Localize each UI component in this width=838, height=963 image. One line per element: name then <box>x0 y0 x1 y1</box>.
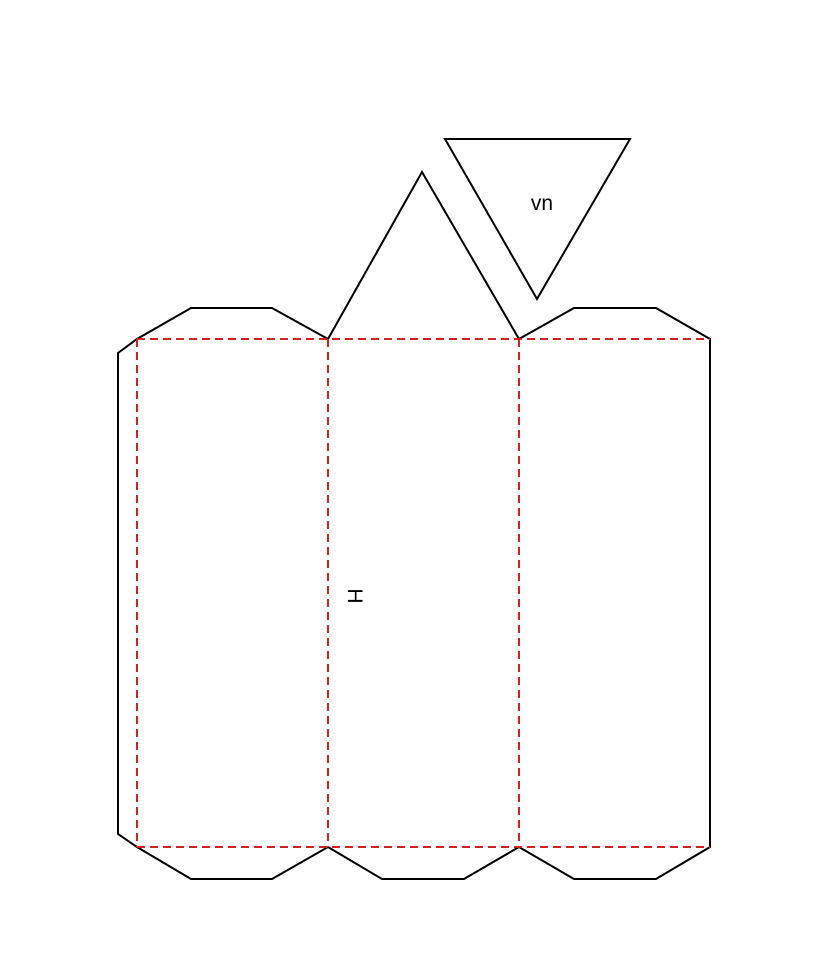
triangle-face <box>443 138 632 301</box>
height-label: H <box>343 588 366 603</box>
triangle-label: vn <box>531 192 553 215</box>
net-outline <box>117 169 711 880</box>
